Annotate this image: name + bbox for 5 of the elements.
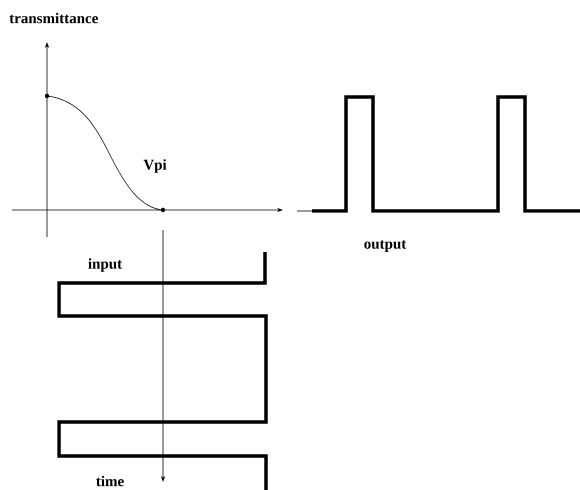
curve-label: Vpi: [144, 159, 166, 173]
axis-label: time: [96, 476, 124, 486]
axis-label: transmittance: [9, 12, 98, 24]
waveform-label: input: [88, 258, 122, 272]
waveform-label: output: [364, 240, 406, 252]
